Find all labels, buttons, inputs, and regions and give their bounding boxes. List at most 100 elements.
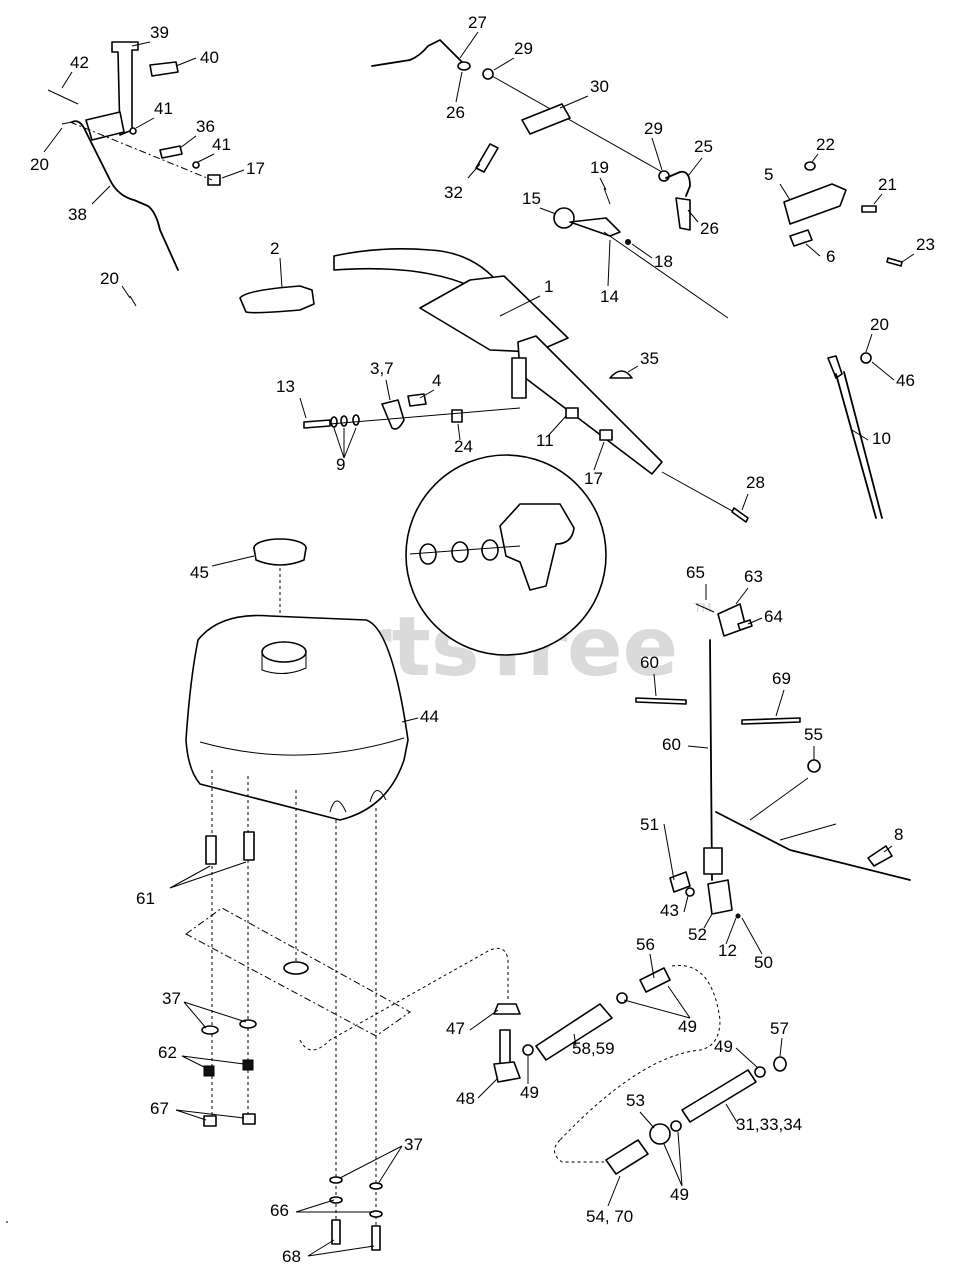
control-rod-14 xyxy=(603,231,729,319)
plate-outline xyxy=(185,907,411,1037)
screw-65 xyxy=(695,603,715,613)
bolt-13 xyxy=(303,419,331,429)
callout-49b: 49 xyxy=(714,1037,733,1056)
callout-17a: 17 xyxy=(246,159,265,178)
callout-58-59: 58,59 xyxy=(572,1039,615,1058)
callout-43: 43 xyxy=(660,901,679,920)
callout-45: 45 xyxy=(190,563,209,582)
callout-62: 62 xyxy=(158,1043,177,1062)
callout-69: 69 xyxy=(772,669,791,688)
washer-41a xyxy=(129,127,137,135)
callout-18: 18 xyxy=(654,252,673,271)
lever-27 xyxy=(371,39,463,67)
callout-39: 39 xyxy=(150,23,169,42)
callout-38: 38 xyxy=(68,205,87,224)
detail-inset xyxy=(405,454,607,656)
callout-19: 19 xyxy=(590,158,609,177)
handle-assembly xyxy=(239,248,749,523)
screw-19 xyxy=(603,187,611,205)
callout-20a: 20 xyxy=(30,155,49,174)
callout-41b: 41 xyxy=(212,135,231,154)
bracket-64 xyxy=(737,619,753,631)
pedal-pad-40 xyxy=(149,61,179,77)
callout-3-7: 3,7 xyxy=(370,359,394,378)
screw-12 xyxy=(735,913,741,919)
nut-43 xyxy=(685,887,695,897)
fuel-line-assembly xyxy=(299,947,787,1175)
bracket-assembly-right xyxy=(783,161,903,267)
elbow-48 xyxy=(499,1029,511,1065)
callout-13: 13 xyxy=(276,377,295,396)
callout-1: 1 xyxy=(544,277,553,296)
shift-rod-assembly xyxy=(371,39,691,231)
nut-17b xyxy=(599,429,613,441)
callout-24: 24 xyxy=(454,437,473,456)
lever-bracket xyxy=(569,217,621,237)
clamp-49c xyxy=(754,1066,766,1078)
rod-38 xyxy=(71,120,179,271)
callout-11: 11 xyxy=(536,431,554,450)
spring-32 xyxy=(475,143,499,173)
wiring-harness xyxy=(635,603,911,919)
callout-25: 25 xyxy=(694,137,713,156)
callout-49d: 49 xyxy=(670,1185,689,1204)
callout-48: 48 xyxy=(456,1089,475,1108)
callout-29b: 29 xyxy=(644,119,663,138)
control-rod-10 xyxy=(827,352,883,519)
shift-rod xyxy=(491,75,663,173)
callout-29a: 29 xyxy=(514,39,533,58)
callout-40: 40 xyxy=(200,48,219,67)
bolt-28 xyxy=(731,507,749,523)
callout-41a: 41 xyxy=(154,99,173,118)
callout-36: 36 xyxy=(196,117,215,136)
callout-37b: 37 xyxy=(404,1135,423,1154)
callout-21: 21 xyxy=(878,175,897,194)
switch-63 xyxy=(717,603,747,637)
knob-15 xyxy=(553,207,575,229)
callout-26a: 26 xyxy=(446,103,465,122)
bolt-42 xyxy=(47,89,79,105)
callout-6: 6 xyxy=(826,247,835,266)
block-6 xyxy=(789,229,813,247)
callout-44: 44 xyxy=(420,707,439,726)
harness-60 xyxy=(709,639,713,881)
callout-47: 47 xyxy=(446,1019,465,1038)
bolt-68a xyxy=(331,1219,341,1245)
connector-55 xyxy=(807,759,821,773)
callout-14: 14 xyxy=(600,287,619,306)
bracket-5 xyxy=(783,183,847,225)
callout-51: 51 xyxy=(640,815,659,834)
shift-arm-blade xyxy=(675,197,691,231)
callout-52: 52 xyxy=(688,925,707,944)
callout-23: 23 xyxy=(916,235,935,254)
fuel-tank-44 xyxy=(185,614,409,821)
grip-2 xyxy=(239,285,315,314)
callout-57: 57 xyxy=(770,1019,789,1038)
callout-46: 46 xyxy=(896,371,915,390)
hose-31-33-34 xyxy=(681,1069,757,1123)
leader-lines xyxy=(43,31,915,1257)
ferrule-26a xyxy=(457,61,471,71)
strip-69 xyxy=(741,717,801,725)
callout-17b: 17 xyxy=(584,469,603,488)
pin-23 xyxy=(886,257,903,267)
nut-17 xyxy=(207,174,221,186)
nut-18 xyxy=(625,239,631,245)
clamp-49b xyxy=(616,992,628,1004)
callout-68: 68 xyxy=(282,1247,301,1266)
washer-22 xyxy=(804,161,816,171)
callout-32: 32 xyxy=(444,183,463,202)
clip-35 xyxy=(609,370,633,379)
fitting-47 xyxy=(493,1003,521,1015)
plate-30 xyxy=(521,103,571,135)
clamp-49a xyxy=(522,1044,534,1056)
clip-51 xyxy=(669,871,691,893)
callout-26b: 26 xyxy=(700,219,719,238)
stud-61a xyxy=(205,835,217,865)
detail-cam xyxy=(499,503,575,591)
callout-56: 56 xyxy=(636,935,655,954)
callout-53: 53 xyxy=(626,1091,645,1110)
washer-41b xyxy=(192,161,200,169)
cap-57 xyxy=(773,1056,787,1072)
